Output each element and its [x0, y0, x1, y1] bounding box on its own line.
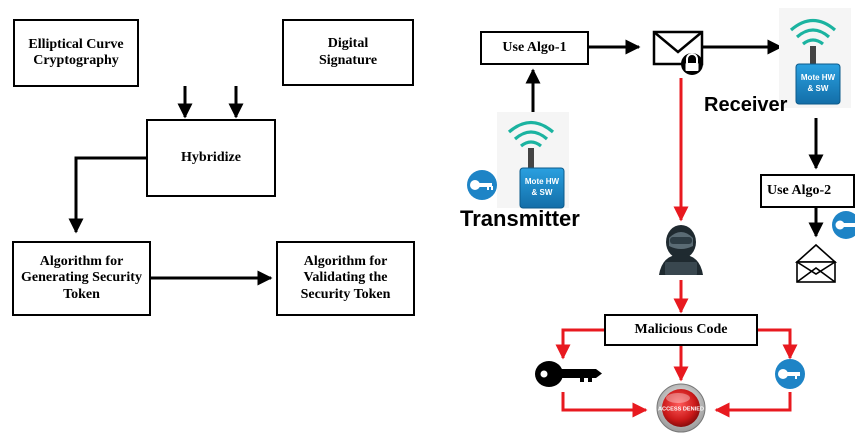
receiver-label: Receiver — [704, 94, 788, 116]
generating-token-label: Algorithm for Generating Security Token — [21, 254, 142, 302]
digital-signature-box: Digital Signature — [282, 19, 414, 86]
right-black-arrows — [525, 39, 824, 238]
digital-signature-label: Digital Signature — [318, 36, 378, 68]
arrow-malicious-to-black-key — [555, 328, 606, 360]
receiver-mote: Mote HW & SW — [779, 8, 851, 108]
hacker-icon — [659, 225, 703, 275]
receiver-mote-label-line2: & SW — [808, 84, 829, 93]
arrow-hybridize-to-generating — [68, 156, 146, 234]
transmitter-blue-key-icon — [467, 170, 497, 200]
access-denied-text: ACCESS DENIED — [658, 407, 704, 413]
use-algo-2-box: Use Algo-2 — [760, 174, 855, 208]
hybridize-box: Hybridize — [146, 119, 276, 197]
receiver-mote-label-line1: Mote HW — [801, 73, 836, 82]
black-key-icon — [535, 361, 602, 387]
receiver-blue-key-icon — [832, 211, 855, 239]
ecc-label: Elliptical Curve Cryptography — [28, 36, 124, 68]
transmitter-mote-label-line2: & SW — [532, 188, 553, 197]
generating-token-box: Algorithm for Generating Security Token — [12, 241, 151, 316]
use-algo-2-label: Use Algo-2 — [767, 182, 832, 198]
validating-token-label: Algorithm for Validating the Security To… — [300, 254, 391, 302]
arrow-malicious-to-blue-key — [756, 328, 798, 360]
transmitter-mote: Mote HW & SW — [497, 112, 569, 209]
access-denied-icon: ACCESS DENIED — [656, 383, 706, 433]
hybridize-label: Hybridize — [181, 149, 241, 165]
malicious-code-box: Malicious Code — [604, 314, 758, 346]
right-red-arrows — [555, 78, 798, 418]
locked-envelope-icon — [652, 30, 704, 75]
use-algo-1-label: Use Algo-1 — [502, 39, 567, 55]
received-envelope-icon — [794, 243, 838, 283]
transmitter-label: Transmitter — [460, 206, 580, 231]
arrow-black-key-to-denied — [561, 392, 648, 418]
transmitter-mote-label-line1: Mote HW — [525, 177, 560, 186]
attack-blue-key-icon — [775, 359, 805, 389]
validating-token-box: Algorithm for Validating the Security To… — [276, 241, 415, 316]
left-arrows — [68, 86, 273, 286]
ecc-box: Elliptical Curve Cryptography — [13, 19, 139, 87]
use-algo-1-box: Use Algo-1 — [480, 31, 589, 65]
arrow-blue-key-to-denied — [714, 392, 792, 418]
malicious-code-label: Malicious Code — [634, 321, 728, 337]
